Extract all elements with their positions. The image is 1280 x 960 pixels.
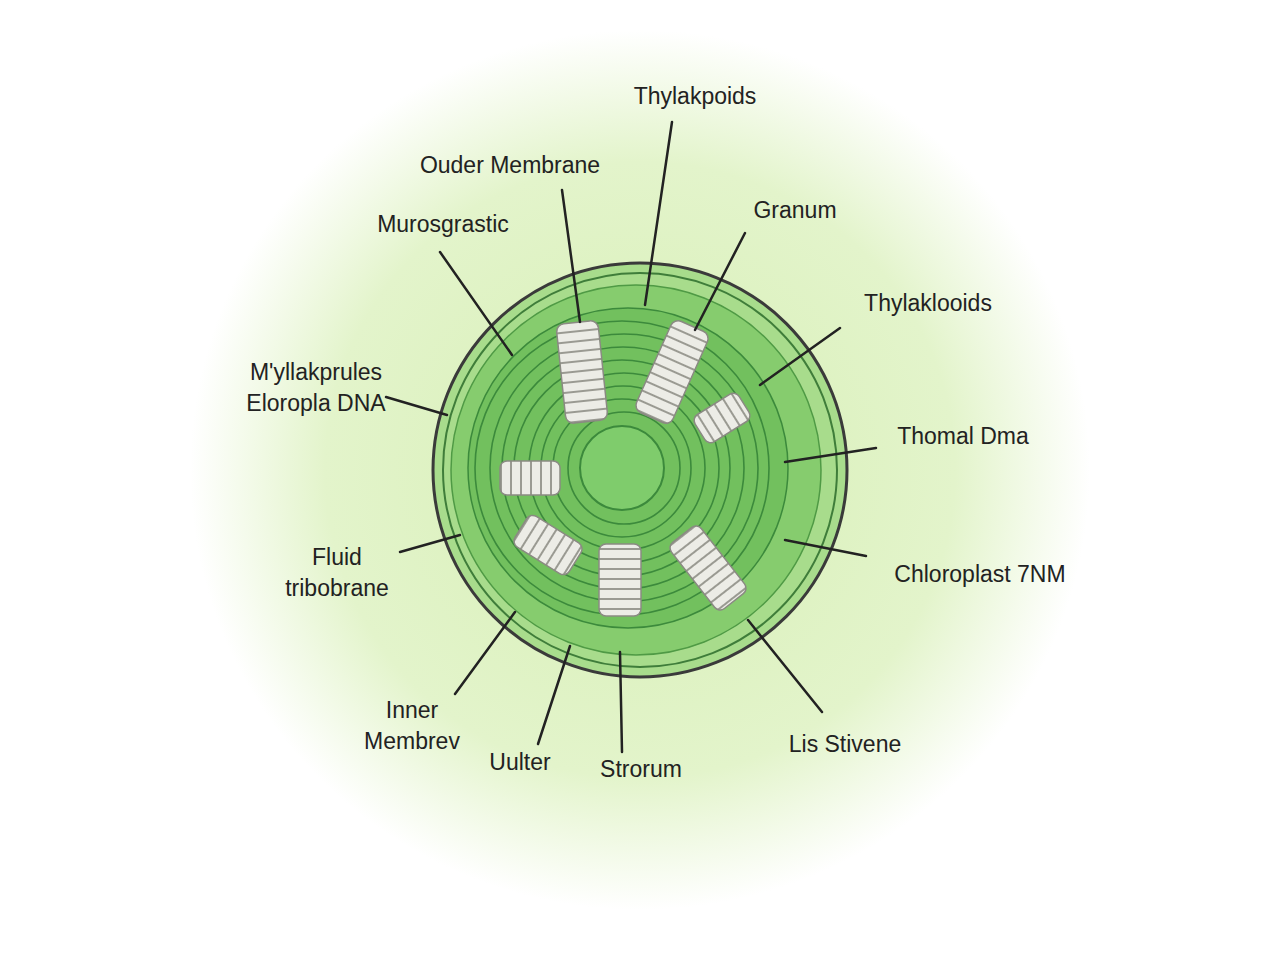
part-label: Lis Stivene [789, 729, 902, 760]
part-label: M'yllakprules Eloropla DNA [246, 357, 386, 419]
thylakoid-ring [475, 321, 769, 615]
part-label: Granum [753, 195, 836, 226]
leader-line [400, 535, 460, 552]
leader-line [645, 122, 672, 305]
leader-line [748, 620, 822, 712]
leader-line [695, 233, 745, 330]
part-label: Thylaklooids [864, 288, 992, 319]
leader-line [760, 328, 840, 385]
leader-line [562, 190, 580, 322]
leader-line [386, 397, 447, 415]
leader-line [538, 646, 570, 744]
leader-line [455, 612, 515, 694]
part-label: Uulter [489, 747, 550, 778]
thylakoid-rings [475, 321, 769, 615]
leader-line [785, 540, 866, 556]
thylakoid-ring [568, 412, 680, 524]
part-label: Chloroplast 7NM [894, 559, 1065, 590]
leader-line [620, 652, 622, 752]
stroma [451, 285, 821, 655]
part-label: Strorum [600, 754, 682, 785]
part-label: Thylakpoids [634, 81, 757, 112]
thylakoid-region [468, 308, 788, 628]
part-label: Murosgrastic [377, 209, 509, 240]
part-label: Ouder Membrane [420, 150, 600, 181]
leader-line [440, 252, 512, 355]
background-glow [190, 30, 1090, 910]
outer-membrane [433, 263, 847, 677]
inner-membrane [443, 273, 837, 667]
grana [500, 318, 753, 616]
part-label: Thomal Dma [897, 421, 1029, 452]
leader-line [785, 448, 876, 462]
part-label: Inner Membrev [357, 695, 467, 757]
core [580, 426, 664, 510]
part-label: Fluid tribobrane [272, 542, 402, 604]
